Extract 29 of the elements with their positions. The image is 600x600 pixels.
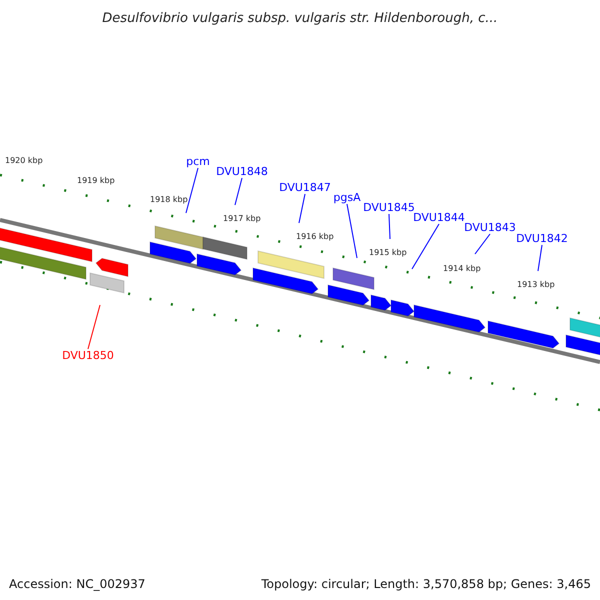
gene-label: DVU1845 bbox=[363, 201, 415, 214]
scale-label: 1915 kbp bbox=[369, 248, 407, 258]
gene-label: DVU1848 bbox=[216, 165, 268, 178]
scale-label: 1918 kbp bbox=[150, 195, 188, 205]
leader-line bbox=[474, 234, 490, 254]
gene-label: DVU1847 bbox=[279, 181, 331, 194]
scale-label: 1916 kbp bbox=[296, 232, 334, 242]
scale-label: 1920 kbp bbox=[5, 156, 43, 166]
genome-info-text: Topology: circular; Length: 3,570,858 bp; Genes: 3,465 bbox=[261, 576, 591, 593]
gene-label: pgsA bbox=[333, 191, 361, 204]
gene-label: DVU1842 bbox=[516, 232, 568, 245]
gene-label: pcm bbox=[186, 155, 210, 168]
leader-line bbox=[234, 178, 242, 206]
scale-label: 1914 kbp bbox=[443, 264, 481, 274]
leader-line bbox=[186, 168, 198, 214]
scale-label: 1913 kbp bbox=[517, 280, 555, 290]
scale-label: 1919 kbp bbox=[77, 176, 115, 186]
leader-line bbox=[412, 224, 440, 270]
leader-line bbox=[388, 214, 390, 240]
leader-line bbox=[538, 244, 542, 272]
gene-label: DVU1843 bbox=[464, 221, 516, 234]
title: Desulfovibrio vulgaris subsp. vulgaris str. Hildenborough, c... bbox=[101, 10, 499, 28]
accession-text: Accession: NC_002937 bbox=[9, 576, 146, 593]
leader-line bbox=[346, 204, 358, 258]
leader-line bbox=[88, 304, 100, 350]
gene-label: DVU1850 bbox=[62, 349, 114, 362]
gene-label: DVU1844 bbox=[413, 211, 465, 224]
leader-line bbox=[298, 194, 306, 224]
scale-label: 1917 kbp bbox=[223, 214, 261, 224]
